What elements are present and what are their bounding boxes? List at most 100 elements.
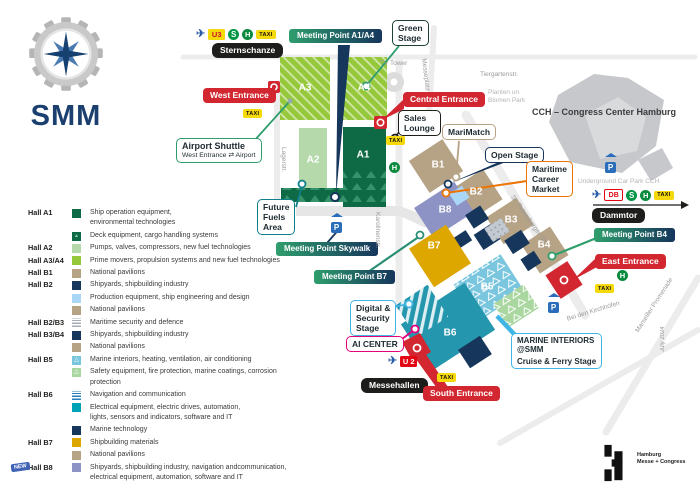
parking-icon: P	[548, 293, 560, 315]
parking-icon: P	[605, 153, 617, 175]
legend-swatch-deck-triangle	[72, 231, 81, 241]
meeting-point-a1a4-badge: Meeting Point A1/A4	[289, 29, 383, 43]
legend-swatch-tan	[72, 305, 81, 315]
legend-swatch-green-triangle	[72, 367, 81, 377]
legend-hall: Hall B1	[28, 268, 53, 278]
sternschanze-transit-icons: ✈ U3 S H TAXI	[196, 29, 276, 40]
db-rail-icon: DB	[604, 189, 624, 201]
messehallen-transit-icons: ✈ U 2	[388, 355, 418, 367]
south-entrance-badge: South Entrance	[423, 386, 500, 401]
legend-hall: Hall B2	[28, 280, 53, 290]
airplane-icon: ✈	[592, 188, 602, 201]
legend-swatch-purple	[72, 463, 81, 473]
date-label: July 2024	[660, 326, 666, 352]
point-markers	[287, 81, 557, 334]
legend-row: National pavilions	[28, 342, 296, 353]
legend-swatch-navy	[72, 281, 81, 291]
sbahn-icon: S	[228, 29, 240, 40]
legend-hall: Hall A2	[28, 243, 53, 253]
legend-row: National pavilions	[28, 305, 296, 315]
hall-label-a3: A3	[298, 82, 312, 94]
hall-label-b5: B5	[480, 281, 494, 293]
hall-label-b8: B8	[438, 204, 452, 216]
legend-swatch-tan	[72, 450, 81, 460]
airport-shuttle-badge: Airport Shuttle West Entrance ⇄ Airport	[176, 138, 262, 163]
hall-label-b3: B3	[504, 214, 518, 226]
airplane-icon: ✈	[388, 355, 398, 367]
sbahn-icon: S	[626, 189, 638, 201]
legend-row: Deck equipment, cargo handling systems	[28, 231, 296, 241]
legend-hall: Hall B6	[28, 390, 53, 400]
legend-swatch-gold	[72, 438, 81, 448]
legend-row: Safety equipment, fire protection, marin…	[28, 367, 296, 388]
hall-a1-shape	[281, 127, 386, 207]
hall-b1-shape	[408, 139, 464, 193]
smm-logo-text: SMM	[30, 100, 102, 132]
station-dammtor: Dammtor	[592, 208, 646, 223]
station-messehallen: Messehallen	[361, 378, 428, 393]
taxi-badge: TAXI	[256, 30, 276, 39]
legend-swatch-pale-green	[72, 243, 81, 253]
legend-swatch-navy	[72, 426, 81, 435]
smm-logo-icon	[29, 17, 103, 91]
west-entrance-badge: West Entrance	[203, 88, 276, 103]
legend-row: Production equipment, ship engineering a…	[28, 293, 296, 303]
cch-building	[549, 74, 673, 181]
skywalk	[296, 206, 426, 228]
tv-tower	[384, 72, 404, 92]
ai-center-badge: AI CENTER	[346, 336, 404, 353]
hall-label-b1: B1	[431, 159, 445, 171]
open-stage-badge: Open Stage	[485, 147, 545, 164]
hall-label-b2: B2	[469, 186, 483, 198]
legend-row: Marine technology	[28, 425, 296, 435]
legend-swatch-blue-stripes	[72, 390, 81, 400]
hamburg-messe-logo-icon	[604, 444, 623, 482]
legend-hall: Hall B3/B4	[28, 330, 65, 340]
marimatch-badge: MariMatch	[442, 124, 497, 141]
security-area-shape	[484, 217, 510, 243]
station-sternschanze: Sternschanze	[212, 43, 284, 58]
legend-hall: Hall B2/B3	[28, 317, 65, 327]
parking-icon: P	[331, 213, 343, 235]
central-entrance-marker	[374, 116, 387, 129]
marine-interiors-badge: MARINE INTERIORS@SMM Cruise & Ferry Stag…	[511, 333, 603, 370]
bus-stop-icon: H	[242, 29, 254, 40]
taxi-badge: TAXI	[243, 109, 263, 118]
airplane-icon: ✈	[196, 28, 206, 40]
legend-swatch-tan	[72, 343, 81, 353]
meeting-point-b7-badge: Meeting Point B7	[314, 270, 395, 284]
legend-swatch-navy	[72, 330, 81, 340]
legend-swatch-dark-green	[72, 208, 81, 218]
street-tiergartenstr: Tiergartenstr.	[480, 71, 519, 78]
legend-swatch-teal	[72, 403, 81, 413]
taxi-badge: TAXI	[595, 284, 615, 293]
legend-swatch-lime	[72, 256, 81, 266]
hall-label-a1: A1	[356, 149, 370, 161]
u2-line-badge: U 2	[400, 356, 418, 367]
hall-label-b4: B4	[537, 239, 551, 251]
legend-swatch-gray-stripes	[72, 318, 81, 328]
hall-label-b7: B7	[427, 240, 441, 252]
legend-swatch-light-blue	[72, 293, 81, 303]
taxi-badge: TAXI	[386, 136, 406, 145]
compass-rose-icon	[43, 31, 89, 77]
legend-row: Hall B5Marine interiors, heating, ventil…	[28, 355, 296, 365]
cch-label: CCH – Congress Center Hamburg	[532, 107, 677, 117]
legend-hall: Hall A3/A4	[28, 255, 64, 265]
hall-b7-shape	[409, 224, 471, 288]
legend-row: Electrical equipment, electric drives, a…	[28, 403, 296, 424]
